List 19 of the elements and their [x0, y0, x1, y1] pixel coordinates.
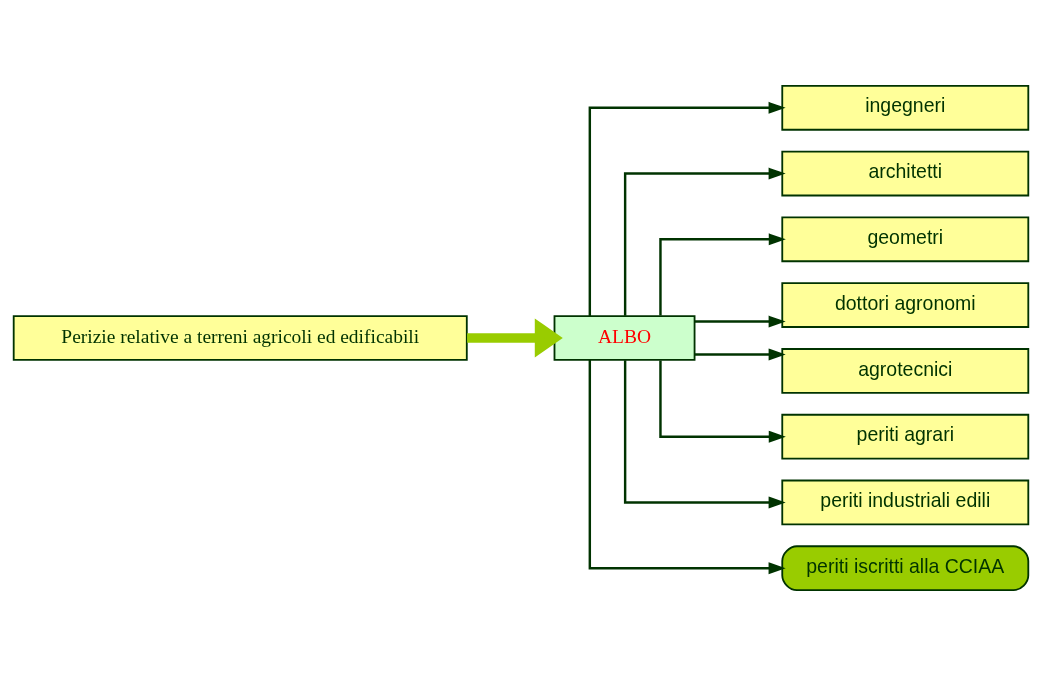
arrow	[623, 167, 786, 316]
node-box: dottori agronomi	[781, 281, 1030, 328]
node-box: ALBO	[553, 314, 696, 361]
arrow	[694, 347, 786, 360]
arrow	[588, 101, 786, 316]
node-box: ingegneri	[781, 84, 1030, 131]
node-box: Perizie relative a terreni agricoli ed edificabili	[12, 314, 468, 361]
arrow	[467, 317, 563, 358]
node-box: agrotecnici	[781, 347, 1030, 394]
arrow	[659, 232, 786, 316]
arrow	[623, 359, 786, 508]
node-box: architetti	[781, 150, 1030, 196]
node-box: periti iscritti alla CCIAA	[781, 544, 1030, 591]
arrow	[588, 359, 786, 574]
node-box: periti industriali edili	[781, 479, 1030, 525]
arrow	[694, 315, 786, 328]
node-box: periti agrari	[781, 413, 1030, 459]
arrow	[659, 359, 786, 443]
node-box: geometri	[781, 216, 1030, 262]
